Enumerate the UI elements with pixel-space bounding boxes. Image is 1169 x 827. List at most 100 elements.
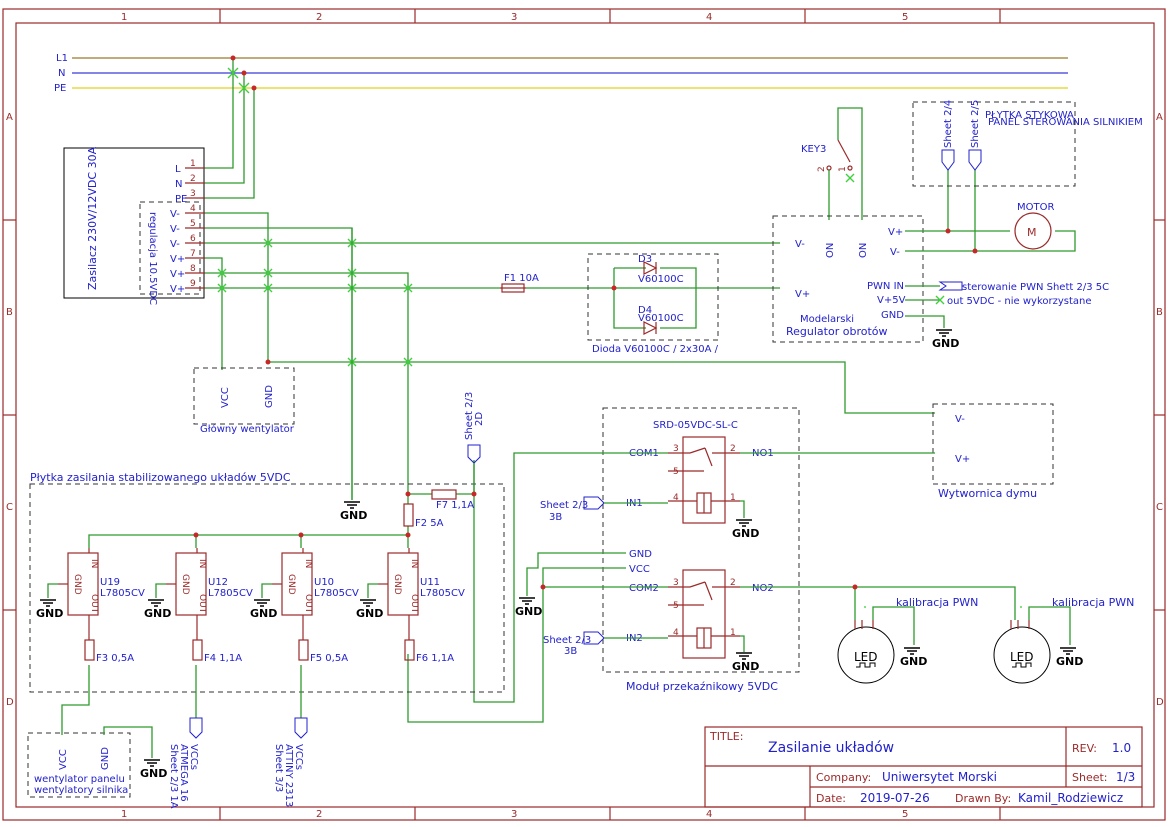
drawn-value: Kamil_Rodziewicz — [1018, 791, 1123, 805]
psu-pin-name: V- — [170, 209, 180, 220]
fuse-f1: F1 10A — [500, 273, 539, 293]
panel-fan-gnd: GND — [100, 747, 111, 770]
psu-pin-number: 2 — [190, 174, 196, 184]
junction — [852, 584, 858, 590]
company-label: Company: — [816, 771, 871, 784]
svg-text:2: 2 — [730, 444, 736, 454]
reg-out-pin: OUT — [89, 594, 99, 614]
grid-row-a-left: A — [6, 112, 13, 123]
psu-pin-number: 6 — [190, 234, 196, 244]
outer-frame — [2, 8, 1166, 821]
ground-label: GND — [356, 607, 383, 620]
title-label: TITLE: — [709, 730, 743, 743]
psu-pin-number: 1 — [190, 159, 196, 169]
sheet-2d-port: Sheet 2/3 2D — [464, 392, 485, 464]
stykowa-title: PŁYTKA STYKOWA — [985, 110, 1074, 121]
ground-label: GND — [250, 607, 277, 620]
main-fan-gnd: GND — [264, 385, 275, 408]
wires-relay — [407, 452, 1016, 723]
reg-gnd-pin: GND — [286, 574, 296, 595]
junction — [298, 532, 304, 538]
reg-gnd-pin: GND — [180, 574, 190, 595]
led-label: LED — [854, 650, 878, 664]
board-5v: Płytka zasilania stabilizowanego układów… — [29, 471, 505, 693]
junction — [972, 248, 978, 254]
psu-pin-name: PE — [175, 194, 187, 205]
psu-pin-name: V- — [170, 239, 180, 250]
fuse-f7-label: F7 1,1A — [436, 500, 474, 511]
psu-pin-number: 5 — [190, 219, 196, 229]
d4-value: V60100C — [638, 313, 684, 324]
svg-text:5: 5 — [673, 601, 679, 611]
ground-symbol: GND — [932, 329, 959, 350]
svg-text:1: 1 — [730, 628, 736, 638]
smoke-vminus: V- — [955, 414, 965, 425]
psu-label: Zasilacz 230V/12VDC 30A — [86, 146, 99, 290]
vcc-attiny-0: VCCs — [293, 744, 304, 770]
smoke-vplus: V+ — [955, 454, 970, 465]
ground-label: GND — [732, 527, 759, 540]
reg-pwm-in: PWN IN — [867, 281, 904, 292]
ground-symbol: GND — [732, 519, 759, 540]
reg-part: L7805CV — [420, 588, 465, 599]
grid-row-b-left: B — [6, 307, 13, 318]
psu-pin-number: 8 — [190, 264, 196, 274]
relay-no2: NO2 — [752, 583, 774, 594]
stykowa-sheet-a: Sheet 2/4 — [943, 100, 954, 148]
wires-mains — [205, 58, 255, 199]
smoke-title: Wytwornica dymu — [938, 487, 1037, 500]
wires-regulator-out — [905, 170, 1076, 328]
nc-mark — [935, 295, 945, 305]
junction — [405, 532, 411, 538]
vcc-atmega-0: VCCs — [188, 744, 199, 770]
junction — [611, 285, 617, 291]
reg-right-vminus: V- — [890, 247, 900, 258]
psu-pin-name: V- — [170, 224, 180, 235]
ground-symbol: GND — [340, 501, 367, 522]
ground-symbol: GND — [356, 599, 383, 620]
grid-row-a-right: A — [1156, 112, 1163, 123]
sheet-2d-a: Sheet 2/3 — [464, 392, 475, 440]
pwm-port — [938, 281, 963, 291]
junction — [251, 85, 257, 91]
grid-col-2-bottom: 2 — [316, 809, 322, 820]
plytka-stykowa: PŁYTKA STYKOWA PANEL STEROWANIA SILNIKIE… — [912, 100, 1143, 187]
main-fan: VCC GND Główny wentylator — [193, 367, 295, 435]
ground-symbol: GND — [36, 599, 63, 620]
grid-col-3-top: 3 — [511, 12, 517, 23]
svg-text:2: 2 — [730, 578, 736, 588]
ground-symbol: GND — [900, 647, 927, 668]
reg-vminus: V- — [795, 239, 805, 250]
vcc-attiny-port: VCCs ATTINY 2313 Sheet 3/3 — [273, 717, 308, 807]
stykowa-sheet-b: Sheet 2/5 — [970, 100, 981, 148]
board-title: Płytka zasilania stabilizowanego układów… — [30, 471, 291, 484]
junction — [471, 491, 477, 497]
reg-in-pin: IN — [197, 559, 207, 568]
company-value: Uniwersytet Morski — [882, 770, 997, 784]
regulator-fuse — [404, 639, 415, 661]
relay-vcc: VCC — [629, 564, 650, 575]
ground-label: GND — [900, 655, 927, 668]
motor-symbol: M — [1027, 226, 1037, 239]
vcc-atmega-1: ATMEGA 16 — [178, 744, 189, 802]
power-supply: Zasilacz 230V/12VDC 30A regulacja 10.5VD… — [63, 146, 205, 305]
ground-symbol: GND — [515, 597, 542, 618]
reg-gnd: GND — [881, 310, 904, 321]
led-label: LED — [1010, 650, 1034, 664]
reg-out-pin: OUT — [409, 594, 419, 614]
reg-v5: V+5V — [877, 295, 906, 306]
grid-row-d-left: D — [6, 697, 14, 708]
svg-text:1: 1 — [730, 493, 736, 503]
d3-ref: D3 — [638, 254, 652, 265]
sheet-value: 1/3 — [1116, 770, 1135, 784]
reg-ref: U11 — [420, 577, 440, 588]
ground-label: GND — [140, 767, 167, 780]
mains-lines: L1 N PE — [54, 53, 1068, 94]
junction — [405, 491, 411, 497]
junction — [945, 228, 951, 234]
psu-pin-name: V+ — [170, 254, 185, 265]
psu-pin-name: L — [175, 164, 181, 175]
relay-in1-sheet-b: 3B — [549, 512, 562, 523]
ground-label: GND — [36, 607, 63, 620]
